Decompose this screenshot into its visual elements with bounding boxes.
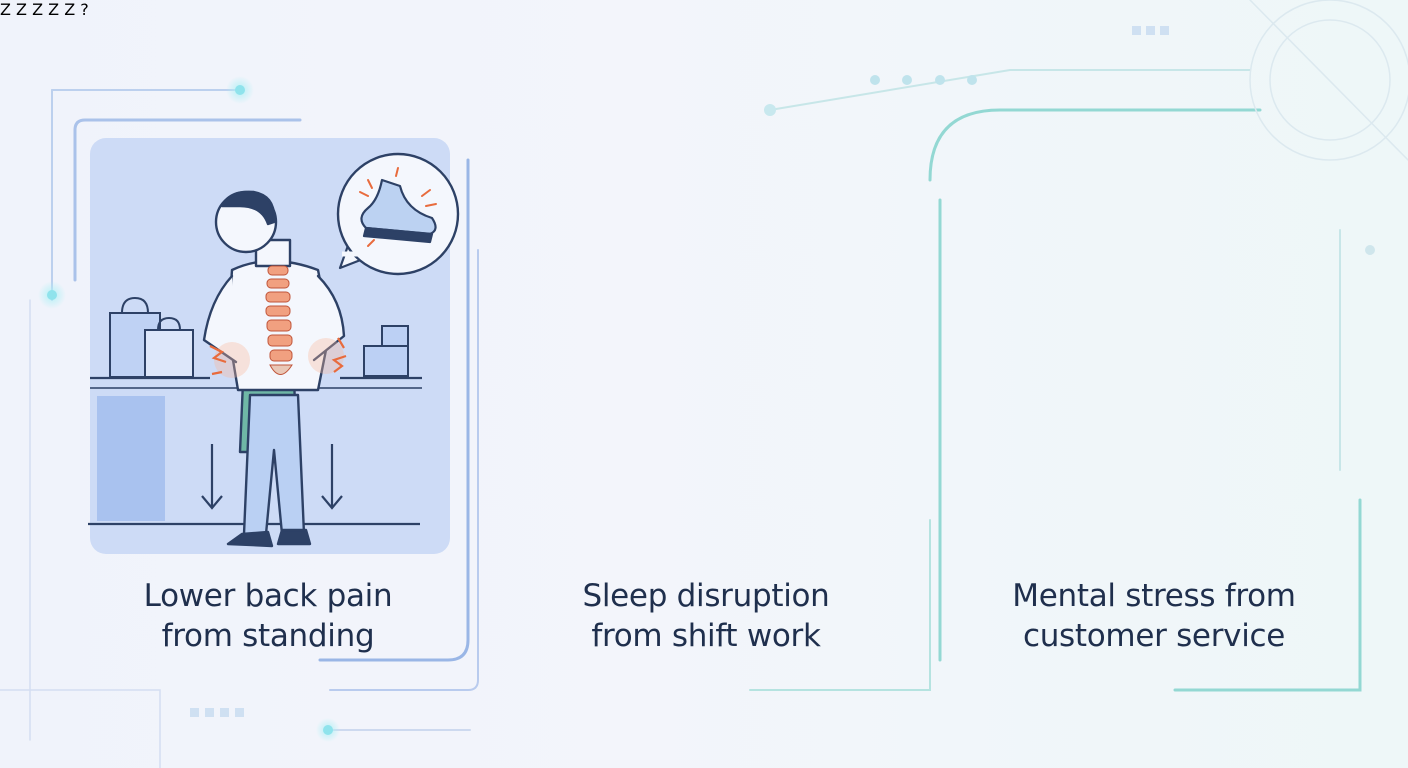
question-mark: ? — [80, 0, 89, 19]
store-counter — [88, 376, 422, 526]
caption-line-1: Lower back pain — [143, 578, 393, 614]
boxes-icon — [363, 325, 409, 377]
caption-line-1: Mental stress from — [1012, 578, 1296, 614]
sore-feet-callout — [336, 152, 460, 276]
caption-mental-stress: Mental stress from customer service — [970, 576, 1338, 656]
caption-line-1: Sleep disruption — [582, 578, 830, 614]
caption-line-2: from standing — [161, 618, 375, 654]
caption-line-2: customer service — [1022, 618, 1286, 654]
down-arrow-icon — [201, 444, 343, 510]
zzz-label: Z Z — [0, 0, 28, 19]
panel-sleep: Z Z Z Z Z — [0, 0, 80, 19]
panel-back-pain — [88, 138, 460, 554]
caption-back-pain: Lower back pain from standing — [88, 576, 448, 656]
shopping-bags-icon — [109, 296, 194, 378]
shoe-icon — [360, 178, 437, 244]
zzz-label-lower: Z Z Z — [32, 0, 76, 19]
glow-dots — [38, 26, 1375, 742]
spine-icon — [265, 265, 293, 375]
caption-sleep-disruption: Sleep disruption from shift work — [526, 576, 886, 656]
caption-line-2: from shift work — [591, 618, 821, 654]
panel-stress: ? — [80, 0, 89, 19]
pain-burst-icon — [209, 337, 347, 378]
